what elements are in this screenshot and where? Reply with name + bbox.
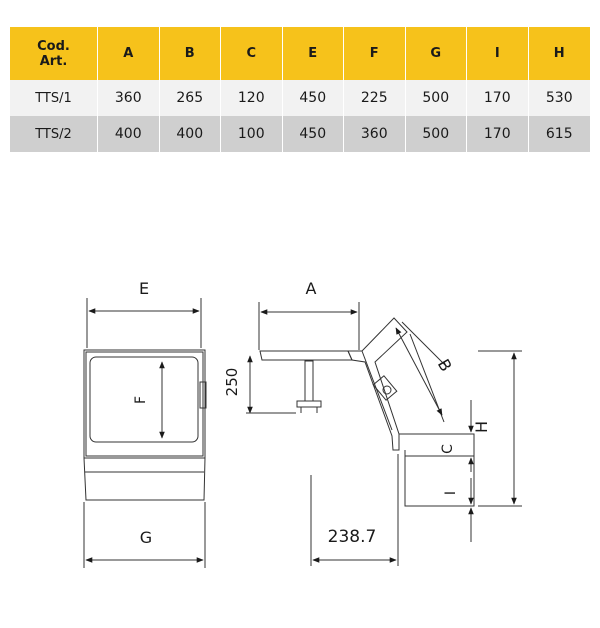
cell-h: 530 bbox=[528, 80, 590, 116]
cell-i: 170 bbox=[467, 116, 529, 152]
mechanism-box bbox=[372, 375, 398, 401]
header-e: E bbox=[282, 27, 344, 80]
front-body-outline bbox=[83, 349, 206, 501]
cell-a: 400 bbox=[98, 116, 160, 152]
top-shelf bbox=[259, 350, 353, 361]
support-base bbox=[296, 400, 322, 408]
header-h: H bbox=[528, 27, 590, 80]
side-knob bbox=[199, 381, 207, 409]
front-panel bbox=[85, 351, 204, 457]
cell-h: 615 bbox=[528, 116, 590, 152]
label-i: I bbox=[443, 491, 459, 495]
cell-a: 360 bbox=[98, 80, 160, 116]
label-238: 238.7 bbox=[328, 527, 377, 547]
label-f: F bbox=[133, 396, 149, 404]
cell-i: 170 bbox=[467, 80, 529, 116]
label-g: G bbox=[140, 528, 152, 547]
cell-b: 265 bbox=[159, 80, 221, 116]
dim-line-b bbox=[395, 327, 443, 416]
cell-f: 225 bbox=[344, 80, 406, 116]
side-view bbox=[246, 302, 522, 566]
header-g: G bbox=[405, 27, 467, 80]
table-header-row: Cod. Art. A B C E F G I H bbox=[10, 27, 590, 80]
cell-code: TTS/2 bbox=[10, 116, 98, 152]
cell-c: 120 bbox=[221, 80, 283, 116]
label-e: E bbox=[139, 279, 149, 298]
header-code-line2: Art. bbox=[39, 53, 68, 69]
label-a: A bbox=[306, 279, 317, 298]
header-f: F bbox=[344, 27, 406, 80]
label-h: H bbox=[472, 421, 491, 433]
cell-g: 500 bbox=[405, 80, 467, 116]
table-row: TTS/2 400 400 100 450 360 500 170 615 bbox=[10, 116, 590, 152]
header-code: Cod. Art. bbox=[10, 27, 98, 80]
cell-g: 500 bbox=[405, 116, 467, 152]
lower-tray bbox=[399, 433, 475, 507]
sloped-edge bbox=[361, 350, 393, 431]
ext-line bbox=[401, 321, 447, 367]
label-b: B bbox=[434, 356, 456, 375]
cell-code: TTS/1 bbox=[10, 80, 98, 116]
header-code-line1: Cod. bbox=[37, 38, 70, 54]
sloped-body bbox=[347, 317, 408, 451]
header-a: A bbox=[98, 27, 160, 80]
dimensions-table: Cod. Art. A B C E F G I H TTS/1 360 265 … bbox=[10, 27, 590, 152]
cell-b: 400 bbox=[159, 116, 221, 152]
basin-outline bbox=[89, 356, 199, 443]
cell-e: 450 bbox=[282, 116, 344, 152]
cell-c: 100 bbox=[221, 116, 283, 152]
header-c: C bbox=[221, 27, 283, 80]
support-post bbox=[304, 360, 314, 402]
header-i: I bbox=[467, 27, 529, 80]
table-row: TTS/1 360 265 120 450 225 500 170 530 bbox=[10, 80, 590, 116]
cell-e: 450 bbox=[282, 80, 344, 116]
cell-f: 360 bbox=[344, 116, 406, 152]
header-b: B bbox=[159, 27, 221, 80]
label-250: 250 bbox=[223, 368, 241, 397]
front-view bbox=[83, 298, 207, 568]
label-c: C bbox=[440, 444, 456, 454]
technical-drawing: E F G A B 250 C I H 238.7 bbox=[83, 279, 522, 568]
mechanism-knob bbox=[382, 385, 392, 395]
